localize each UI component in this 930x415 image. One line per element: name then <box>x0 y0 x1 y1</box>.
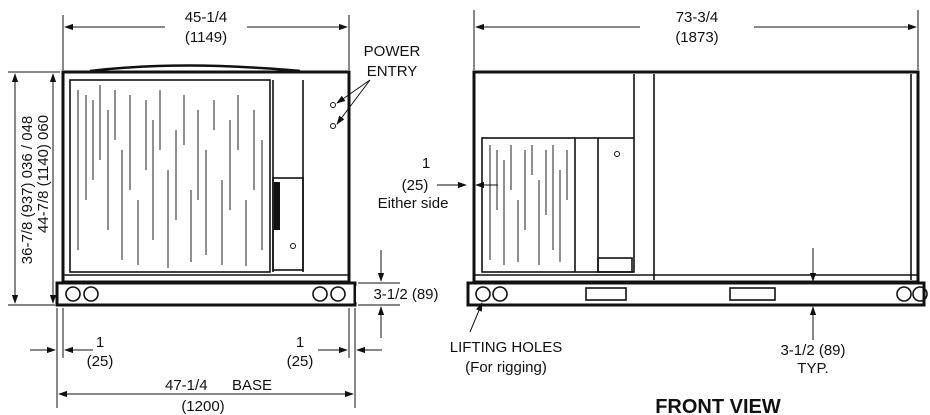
label-mask <box>19 92 49 288</box>
lifting-hole <box>330 286 346 302</box>
left-offset-mm: (25) <box>87 353 114 370</box>
right-offset-in: 1 <box>296 334 304 351</box>
base-width-mm: (1200) <box>181 398 224 415</box>
lifting-hole <box>83 286 99 302</box>
front-side-offset-note: Either side <box>378 195 449 212</box>
front-top-width-in: 73-3/4 <box>676 9 719 26</box>
front-view-title: FRONT VIEW <box>655 396 781 415</box>
side-view: 45-1/4 (1149) <box>8 9 454 415</box>
right-offset-mm: (25) <box>287 353 314 370</box>
side-coil-fins <box>77 85 263 268</box>
side-base-height: 3-1/2 (89) <box>373 286 438 303</box>
fan-cover <box>89 64 301 73</box>
side-top-width-mm: (1149) <box>185 29 227 46</box>
power-entry-hole-2 <box>330 123 336 129</box>
side-base <box>55 281 357 307</box>
power-entry-label-2: ENTRY <box>367 63 418 80</box>
lifting-hole <box>65 286 81 302</box>
front-base-height-1: 3-1/2 (89) <box>780 342 845 359</box>
base-word: BASE <box>232 377 272 394</box>
front-base <box>466 281 926 307</box>
left-offset-in: 1 <box>96 334 104 351</box>
power-entry-hole-1 <box>330 102 336 108</box>
side-height-label-b: 44-7/8 (1140) 060 <box>35 115 52 233</box>
lifting-hole <box>312 286 328 302</box>
side-coil-panel <box>69 79 271 273</box>
power-entry-leader <box>336 79 371 104</box>
base-width-in: 47-1/4 <box>165 377 208 394</box>
front-base-height-2: TYP. <box>797 360 828 377</box>
front-latch <box>614 151 620 157</box>
lifting-holes-label-2: (For rigging) <box>465 359 547 376</box>
front-coil-fins <box>489 145 568 265</box>
fork-slot <box>585 287 627 301</box>
power-entry-leader <box>336 79 371 125</box>
power-entry-label-1: POWER <box>364 43 421 60</box>
front-unit-body <box>472 70 920 284</box>
front-side-offset-mm: (25) <box>402 177 429 194</box>
fork-slot <box>729 287 776 301</box>
door-latch <box>290 243 296 249</box>
side-height-label-a: 36-7/8 (937) 036 / 048 <box>19 116 36 264</box>
lifting-holes-leader <box>469 302 483 333</box>
lifting-hole <box>912 286 928 302</box>
label-mask <box>356 286 454 302</box>
side-top-width-in: 45-1/4 <box>185 9 228 26</box>
lifting-holes-label-1: LIFTING HOLES <box>450 339 563 356</box>
front-top-width-mm: (1873) <box>675 29 718 46</box>
front-view: 73-3/4 (1873) 1 (25) <box>378 9 928 415</box>
access-door <box>272 177 304 271</box>
lifting-hole <box>492 286 508 302</box>
front-small-panel <box>597 257 633 273</box>
front-side-offset-in: 1 <box>422 155 430 172</box>
lifting-hole <box>475 286 491 302</box>
door-hinge <box>274 182 280 230</box>
lifting-hole <box>896 286 912 302</box>
front-coil-panel <box>481 137 635 273</box>
